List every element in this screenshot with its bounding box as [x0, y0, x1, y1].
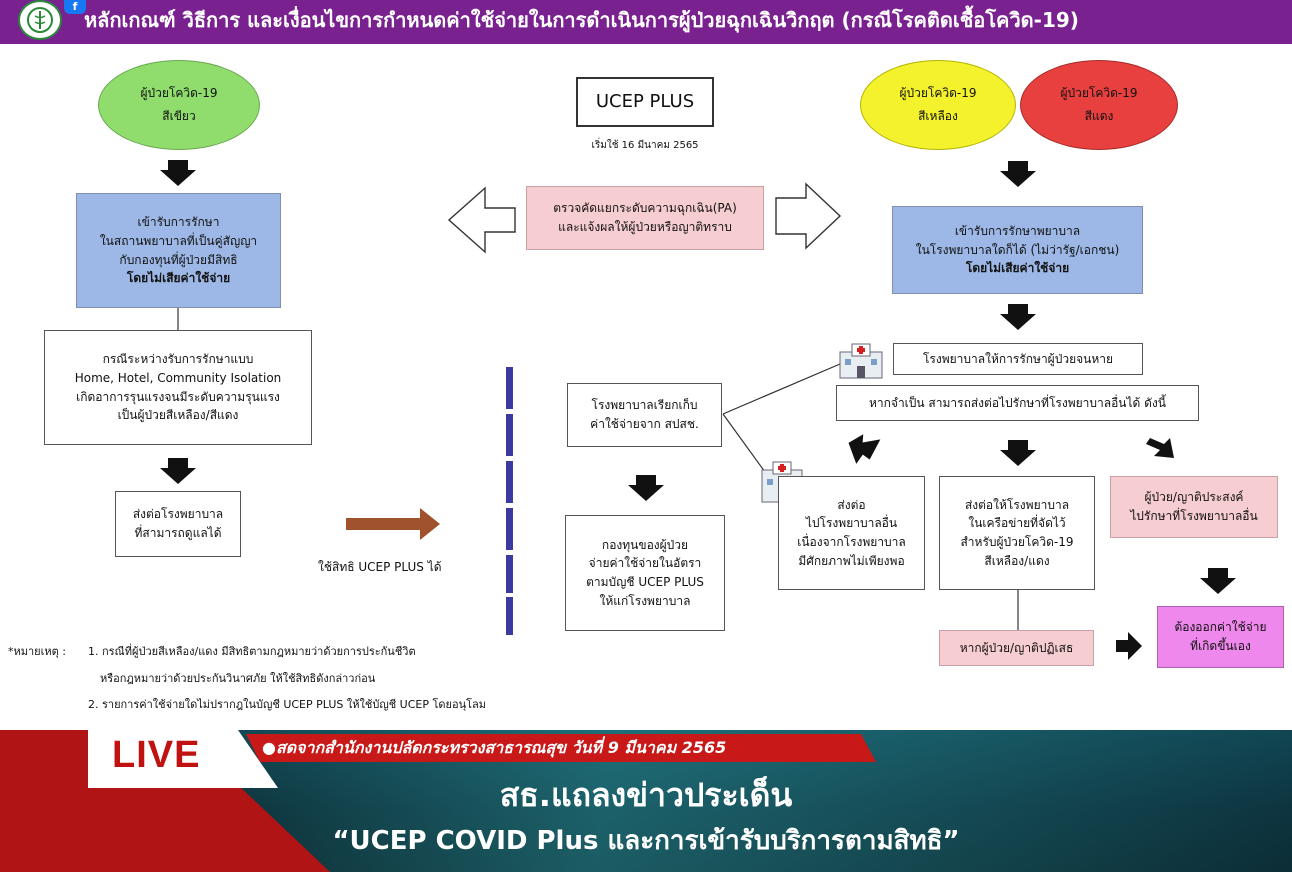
- hospital-treat-box: โรงพยาบาลให้การรักษาผู้ป่วยจนหาย: [893, 343, 1143, 375]
- divider-segment: [506, 461, 513, 503]
- yellow-patient-oval: ผู้ป่วยโควิด-19 สีเหลือง: [860, 60, 1016, 150]
- arrow-down-green: [160, 160, 196, 186]
- refuse-box: หากผู้ป่วย/ญาติปฏิเสธ: [939, 630, 1094, 666]
- brown-arrow: [346, 508, 440, 540]
- note-line-1: 1. กรณีที่ผู้ป่วยสีเหลือง/แดง มีสิทธิตาม…: [88, 645, 416, 658]
- arrow-diag-left: [848, 434, 881, 464]
- hospital-icon: [839, 343, 883, 379]
- arrow-down-left-case: [160, 458, 196, 484]
- left-isolation-case-box: กรณีระหว่างรับการรักษาแบบ Home, Hotel, C…: [44, 330, 312, 445]
- ucep-start-date: เริ่มใช้ 16 มีนาคม 2565: [591, 140, 699, 151]
- live-ribbon-text: ●สดจากสำนักงานปลัดกระทรวงสาธารณสุข วันที…: [262, 738, 727, 757]
- if-needed-box: หากจำเป็น สามารถส่งต่อไปรักษาที่โรงพยาบา…: [836, 385, 1199, 421]
- ucep-plus-title: UCEP PLUS: [576, 77, 714, 127]
- arrow-down-bill: [628, 475, 664, 501]
- banner-subheadline: “UCEP COVID Plus และการเข้ารับบริการตามส…: [332, 826, 960, 856]
- note-line-2: 2. รายการค่าใช้จ่ายใดไม่ปรากฎในบัญชี UCE…: [88, 698, 486, 711]
- header-bar: [0, 0, 1292, 44]
- divider-segment: [506, 508, 513, 550]
- arrow-right-refuse: [1116, 632, 1142, 660]
- caduceus-icon: [27, 7, 53, 33]
- red-patient-oval: ผู้ป่วยโควิด-19 สีแดง: [1020, 60, 1178, 150]
- hospital-bill-box: โรงพยาบาลเรียกเก็บ ค่าใช้จ่ายจาก สปสช.: [567, 383, 722, 447]
- right-treatment-box: เข้ารับการรักษาพยาบาล ในโรงพยาบาลใดก็ได้…: [892, 206, 1143, 294]
- hollow-arrow-left: [447, 186, 516, 254]
- right-treatment-nocost: โดยไม่เสียค่าใช้จ่าย: [965, 261, 1070, 276]
- arrow-down-yellow: [1000, 161, 1036, 187]
- self-pay-box: ต้องออกค่าใช้จ่าย ที่เกิดขึ้นเอง: [1157, 606, 1284, 668]
- patient-wish-box: ผู้ป่วย/ญาติประสงค์ ไปรักษาที่โรงพยาบาลอ…: [1110, 476, 1278, 538]
- live-badge: LIVE: [112, 734, 201, 776]
- arrow-diag-right: [1146, 438, 1174, 458]
- banner-headline: สธ.แถลงข่าวประเด็น: [499, 776, 793, 814]
- note-label: *หมายเหตุ :: [8, 645, 66, 658]
- divider-segment: [506, 555, 513, 593]
- divider-segment: [506, 414, 513, 456]
- left-treatment-text: เข้ารับการรักษา ในสถานพยาบาลที่เป็นคู่สั…: [99, 215, 258, 267]
- live-ribbon: [246, 734, 876, 762]
- refer-network-box: ส่งต่อให้โรงพยาบาล ในเครือข่ายที่จัดไว้ …: [939, 476, 1095, 590]
- divider-segment: [506, 367, 513, 409]
- green-patient-oval: ผู้ป่วยโควิด-19 สีเขียว: [98, 60, 260, 150]
- facebook-badge: f: [64, 0, 86, 14]
- arrow-down-network: [1000, 440, 1036, 466]
- right-treatment-text: เข้ารับการรักษาพยาบาล ในโรงพยาบาลใดก็ได้…: [915, 224, 1120, 257]
- arrow-down-wish: [1200, 568, 1236, 594]
- news-banner: LIVE ●สดจากสำนักงานปลัดกระทรวงสาธารณสุข …: [0, 730, 1292, 872]
- note-line-1b: หรือกฎหมายว่าด้วยประกันวินาศภัย ให้ใช้สิ…: [100, 672, 376, 685]
- left-treatment-box: เข้ารับการรักษา ในสถานพยาบาลที่เป็นคู่สั…: [76, 193, 281, 308]
- arrow-down-right-treat: [1000, 304, 1036, 330]
- hollow-arrow-right: [775, 182, 842, 250]
- divider-segment: [506, 597, 513, 635]
- ministry-logo: [18, 0, 62, 40]
- ucep-right-label: ใช้สิทธิ UCEP PLUS ได้: [318, 560, 442, 574]
- pa-triage-box: ตรวจคัดแยกระดับความฉุกเฉิน(PA) และแจ้งผล…: [526, 186, 764, 250]
- header-title: หลักเกณฑ์ วิธีการ และเงื่อนไขการกำหนดค่า…: [84, 8, 1079, 32]
- fund-pay-box: กองทุนของผู้ป่วย จ่ายค่าใช้จ่ายในอัตรา ต…: [565, 515, 725, 631]
- left-refer-box: ส่งต่อโรงพยาบาล ที่สามารถดูแลได้: [115, 491, 241, 557]
- refer-other-box: ส่งต่อ ไปโรงพยาบาลอื่น เนื่องจากโรงพยาบา…: [778, 476, 925, 590]
- left-treatment-nocost: โดยไม่เสียค่าใช้จ่าย: [126, 271, 231, 286]
